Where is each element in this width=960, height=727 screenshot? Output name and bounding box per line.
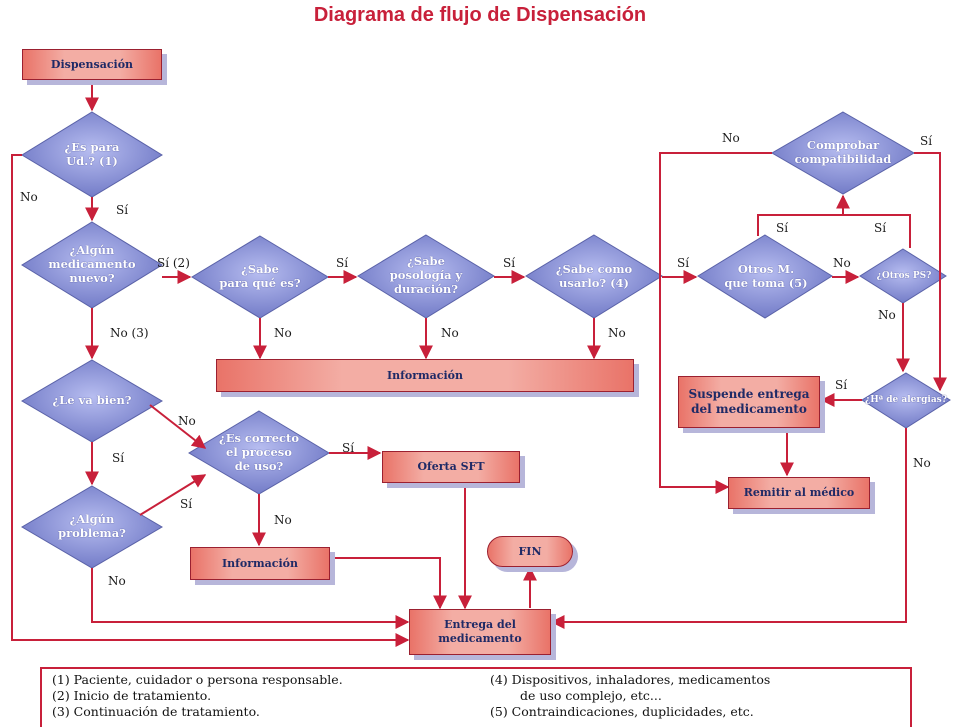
edge-label-no-algun-problema: No xyxy=(108,574,126,588)
edge-label-no-es-correcto: No xyxy=(274,513,292,527)
edge-label-no-comprobar: No xyxy=(722,131,740,145)
edge-label-si-le-va-bien: Sí xyxy=(112,451,125,465)
diamond-text-es-para: ¿Es para Ud.? (1) xyxy=(64,140,120,168)
diamond-text-sabe-para: ¿Sabe para qué es? xyxy=(219,262,301,290)
edge-label-no3: No (3) xyxy=(110,326,149,340)
diamond-text-otros-m: Otros M. que toma (5) xyxy=(724,262,808,290)
edge-label-si-otros-ps-up: Sí xyxy=(874,221,887,235)
edge-label-no-sabe-usarlo: No xyxy=(608,326,626,340)
edge-label-no-es-para: No xyxy=(20,190,38,204)
edge-label-no-otros-m: No xyxy=(833,256,851,270)
legend-item-1: (1) Paciente, cuidador o persona respons… xyxy=(52,672,343,687)
box-remitir: Remitir al médico xyxy=(728,477,870,509)
edge-label-si-algun-problema: Sí xyxy=(180,497,193,511)
edge-label-si-sabe-para: Sí xyxy=(336,256,349,270)
box-entrega: Entrega del medicamento xyxy=(409,609,551,655)
edge-label-si-sabe-usarlo: Sí xyxy=(677,256,690,270)
diamond-text-algun-problema: ¿Algún problema? xyxy=(58,512,126,540)
legend-item-2: (2) Inicio de tratamiento. xyxy=(52,688,212,703)
legend-item-5: (5) Contraindicaciones, duplicidades, et… xyxy=(490,704,754,719)
edge-label-no-sabe-para: No xyxy=(274,326,292,340)
page-title: Diagrama de flujo de Dispensación xyxy=(313,4,647,26)
edge-label-si-comprobar: Sí xyxy=(920,134,933,148)
diamond-text-otros-ps: ¿Otros PS? xyxy=(876,270,932,281)
box-fin: FIN xyxy=(487,536,573,567)
edge-label-no-le-va-bien: No xyxy=(178,414,196,428)
box-suspende: Suspende entrega del medicamento xyxy=(678,376,820,428)
legend-box: (1) Paciente, cuidador o persona respons… xyxy=(40,667,912,727)
edge-label-si-es-correcto: Sí xyxy=(342,441,355,455)
diamond-text-es-correcto: ¿Es correcto el proceso de uso? xyxy=(218,431,300,473)
diamond-text-le-va-bien: ¿Le va bien? xyxy=(52,393,132,408)
edge-label-no-alergias: No xyxy=(913,456,931,470)
edge-label-no-sabe-posologia: No xyxy=(441,326,459,340)
box-informacion-bottom: Información xyxy=(190,547,330,580)
diamond-text-algun-medicamento: ¿Algún medicamento nuevo? xyxy=(48,243,136,285)
diamond-text-sabe-usarlo: ¿Sabe como usarlo? (4) xyxy=(555,262,633,290)
edge-label-no-otros-ps: No xyxy=(878,308,896,322)
legend-item-4-continued: de uso complejo, etc... xyxy=(520,688,662,703)
edge-label-si-alergias: Sí xyxy=(835,378,848,392)
diamond-text-sabe-posologia: ¿Sabe posología y duración? xyxy=(389,254,463,296)
box-informacion-top: Información xyxy=(216,359,634,392)
edge-label-si-otros-m-up: Sí xyxy=(776,221,789,235)
diamond-otros-m xyxy=(697,234,833,319)
legend-item-4: (4) Dispositivos, inhaladores, medicamen… xyxy=(490,672,771,687)
box-dispensacion: Dispensación xyxy=(22,49,162,80)
diamond-comprobar xyxy=(771,111,915,195)
legend-item-3: (3) Continuación de tratamiento. xyxy=(52,704,260,719)
edge-label-si2: Sí (2) xyxy=(157,256,190,270)
edge-label-si-sabe-posologia: Sí xyxy=(503,256,516,270)
box-oferta-sft: Oferta SFT xyxy=(382,451,520,483)
edge-label-si-es-para: Sí xyxy=(116,203,129,217)
diamond-text-alergias: ¿Hª de alergias? xyxy=(864,394,948,405)
diamond-text-comprobar: Comprobar compatibilidad xyxy=(794,138,892,166)
